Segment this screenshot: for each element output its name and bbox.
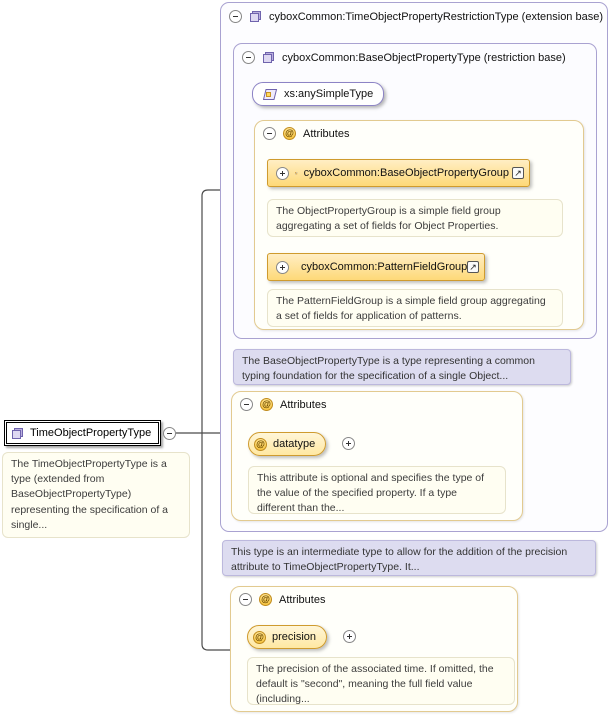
restriction-type-header: cyboxCommon:TimeObjectPropertyRestrictio… — [229, 10, 603, 23]
attribute-group-label: cyboxCommon:BaseObjectPropertyGroup — [303, 167, 509, 179]
attributes-label: Attributes — [303, 127, 350, 140]
complex-type-icon — [250, 11, 261, 22]
attribute-group-icon — [295, 171, 298, 174]
attributes-label: Attributes — [280, 398, 327, 411]
base-object-property-type-header: cyboxCommon:BaseObjectPropertyType (rest… — [242, 51, 566, 64]
attribute-at-icon — [259, 593, 272, 606]
base-object-property-type-title: cyboxCommon:BaseObjectPropertyType (rest… — [282, 51, 566, 64]
any-simple-type-badge[interactable]: xs:anySimpleType — [252, 82, 385, 106]
any-simple-type-label: xs:anySimpleType — [284, 88, 374, 100]
jump-to-definition-icon[interactable] — [467, 261, 479, 273]
attribute-description: The precision of the associated time. If… — [247, 657, 515, 705]
element-note: The TimeObjectPropertyType is a type (ex… — [2, 452, 190, 538]
collapse-icon[interactable] — [263, 127, 276, 140]
restriction-type-title: cyboxCommon:TimeObjectPropertyRestrictio… — [269, 10, 604, 23]
expand-icon[interactable] — [276, 260, 289, 274]
attribute-at-icon — [260, 398, 273, 411]
restriction-type-container: cyboxCommon:TimeObjectPropertyRestrictio… — [220, 2, 608, 532]
attribute-at-icon — [254, 437, 267, 451]
attribute-at-icon — [253, 630, 266, 644]
collapse-icon[interactable] — [229, 10, 242, 23]
attribute-group-label: cyboxCommon:PatternFieldGroup — [301, 261, 468, 273]
attribute-group-description: The PatternFieldGroup is a simple field … — [267, 289, 563, 327]
attribute-group-base-object-property-group[interactable]: cyboxCommon:BaseObjectPropertyGroup — [267, 159, 530, 187]
element-label: TimeObjectPropertyType — [30, 427, 152, 439]
precision-attributes-section: Attributes precision The precision of th… — [230, 586, 518, 712]
attribute-precision[interactable]: precision — [247, 625, 328, 649]
collapse-icon[interactable] — [240, 398, 253, 411]
attribute-group-description: The ObjectPropertyGroup is a simple fiel… — [267, 199, 563, 237]
complex-type-icon — [263, 52, 274, 63]
base-object-property-type-container: cyboxCommon:BaseObjectPropertyType (rest… — [233, 43, 597, 339]
attributes-header: Attributes — [263, 127, 349, 140]
expand-icon[interactable] — [276, 166, 289, 180]
datatype-attributes-section: Attributes datatype This attribute is op… — [231, 391, 523, 521]
attribute-datatype[interactable]: datatype — [248, 432, 327, 456]
expand-icon[interactable] — [342, 437, 355, 450]
base-object-property-type-note: The BaseObjectPropertyType is a type rep… — [233, 349, 571, 385]
jump-to-definition-icon[interactable] — [512, 167, 524, 179]
collapse-icon[interactable] — [239, 593, 252, 606]
time-object-property-type-element[interactable]: TimeObjectPropertyType — [4, 420, 161, 446]
collapse-icon[interactable] — [242, 51, 255, 64]
complex-type-icon — [12, 427, 23, 439]
attribute-at-icon — [283, 127, 296, 140]
collapse-icon[interactable] — [163, 427, 176, 440]
attribute-label: datatype — [273, 438, 316, 450]
attributes-header: Attributes — [239, 593, 325, 606]
attribute-label: precision — [272, 631, 317, 643]
simple-type-icon — [263, 88, 278, 100]
attribute-description: This attribute is optional and specifies… — [248, 466, 506, 514]
attributes-section: Attributes cyboxCommon:BaseObjectPropert… — [254, 120, 584, 330]
attributes-label: Attributes — [279, 593, 326, 606]
expand-icon[interactable] — [343, 630, 356, 643]
restriction-type-note: This type is an intermediate type to all… — [222, 540, 596, 576]
attribute-group-pattern-field-group[interactable]: cyboxCommon:PatternFieldGroup — [267, 253, 485, 281]
attributes-header: Attributes — [240, 398, 326, 411]
